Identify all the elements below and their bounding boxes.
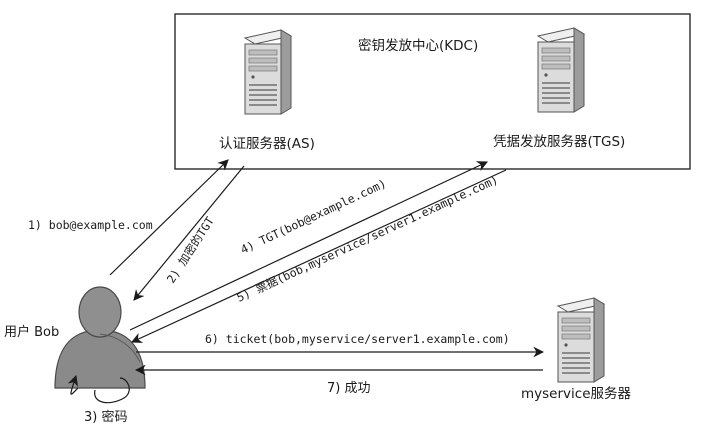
myservice-label: myservice服务器	[521, 386, 631, 402]
kdc-box	[174, 13, 691, 170]
arrow-step3	[94, 377, 130, 404]
kdc-title: 密钥发放中心(KDC)	[358, 37, 478, 54]
step1-label: 1) bob@example.com	[28, 218, 153, 232]
step6-label: 6) ticket(bob,myservice/server1.example.…	[205, 332, 510, 346]
myservice-server-icon	[557, 297, 605, 383]
tgs-label: 凭据发放服务器(TGS)	[493, 134, 625, 150]
step3-label: 3) 密码	[84, 409, 127, 425]
arrow-step5	[131, 169, 507, 343]
step2-label: 2) 加密的TGT	[164, 214, 217, 285]
as-server-icon	[244, 29, 292, 115]
as-label: 认证服务器(AS)	[219, 136, 315, 152]
arrow-step2	[133, 165, 245, 301]
arrow-step4	[129, 161, 488, 331]
user-label: 用户 Bob	[4, 324, 59, 340]
user-avatar-icon	[54, 286, 146, 389]
tgs-server-icon	[537, 27, 585, 113]
step7-label: 7) 成功	[327, 381, 370, 396]
arrow-step1	[109, 159, 229, 276]
arrow-step3-tail	[67, 374, 79, 395]
